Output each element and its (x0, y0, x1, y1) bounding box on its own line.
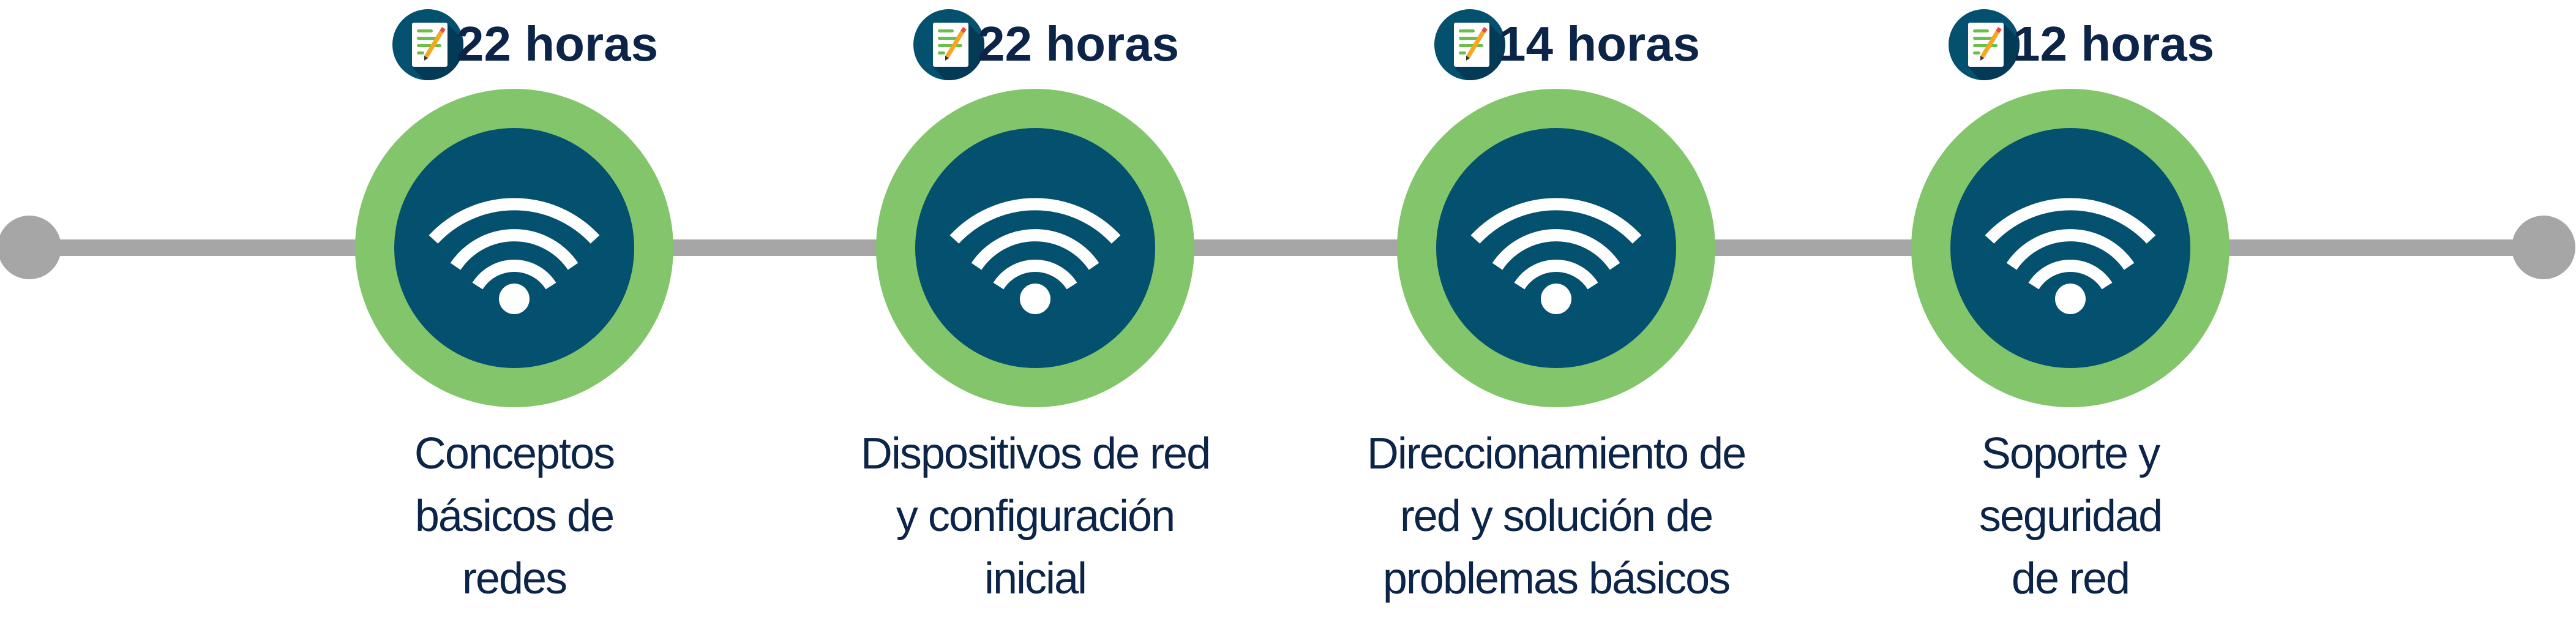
stage-inner-circle (915, 128, 1155, 368)
wifi-icon (1985, 198, 2156, 314)
stage-hours: 14 horas (1499, 17, 1701, 71)
stage-hours: 12 horas (2013, 17, 2215, 71)
timeline-stage: 22 horas Conceptos básicos de redes (239, 0, 790, 632)
stage-label-line: redes (462, 554, 567, 603)
timeline-stage: 14 horas Direccionamiento de red y soluci… (1281, 0, 1832, 632)
document-edit-icon (392, 9, 463, 80)
wifi-icon (1470, 198, 1642, 314)
document-edit-icon (913, 9, 984, 80)
stage-ring (355, 89, 673, 407)
stage-inner-circle (394, 128, 634, 368)
stage-label-line: problemas básicos (1382, 554, 1731, 603)
stage-label-line: seguridad (1979, 492, 2163, 541)
stage-inner-circle (1436, 128, 1676, 368)
timeline-start-dot (0, 216, 61, 279)
stage-ring (876, 89, 1194, 407)
timeline-end-dot (2512, 216, 2575, 279)
timeline-stage: 12 horas Soporte y seguridad de red (1795, 0, 2346, 632)
document-edit-icon (1949, 9, 2020, 80)
stage-hours: 22 horas (978, 17, 1180, 71)
stage-label-line: Dispositivos de red (860, 429, 1211, 478)
stage-hours: 22 horas (457, 17, 659, 71)
stage-label-line: Direccionamiento de (1366, 429, 1747, 478)
stage-label-line: red y solución de (1399, 492, 1713, 541)
stage-label-line: y configuración (896, 492, 1175, 541)
stage-label-line: de red (2011, 554, 2130, 603)
stage-ring (1911, 89, 2230, 407)
stage-inner-circle (1950, 128, 2190, 368)
stage-label: Dispositivos de red y configuración inicia… (760, 423, 1311, 610)
stage-label: Direccionamiento de red y solución de prob… (1281, 423, 1832, 610)
stage-label: Conceptos básicos de redes (239, 423, 790, 610)
stage-label-line: inicial (984, 554, 1087, 603)
document-edit-icon (1434, 9, 1505, 80)
stage-label-line: básicos de (414, 492, 615, 541)
stage-label: Soporte y seguridad de red (1795, 423, 2346, 610)
wifi-icon (949, 198, 1121, 314)
timeline-stage: 22 horas Dispositivos de red y configurac… (760, 0, 1311, 632)
wifi-icon (429, 198, 600, 314)
stage-ring (1397, 89, 1715, 407)
stage-label-line: Soporte y (1981, 429, 2160, 478)
stage-label-line: Conceptos (414, 429, 615, 478)
